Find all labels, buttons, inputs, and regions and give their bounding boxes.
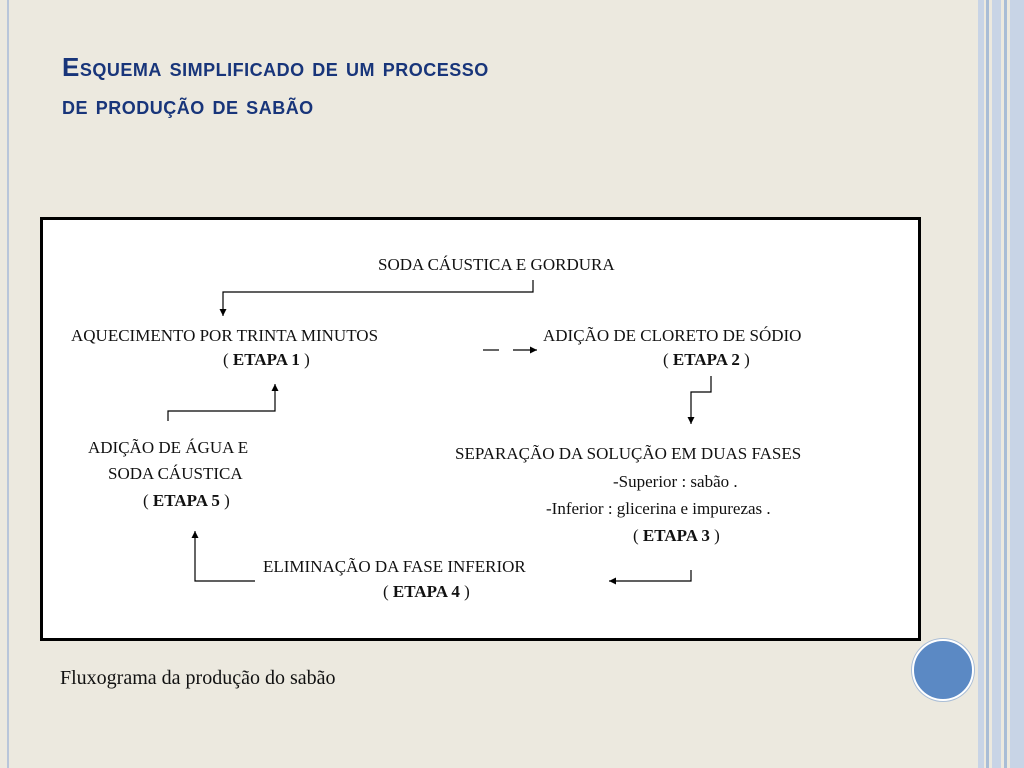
step2-tag: ( ETAPA 2 ) [663,350,750,369]
step4-tag: ( ETAPA 4 ) [383,582,470,601]
right-stripe-5 [1010,0,1024,768]
arrow-step4-to-step5 [191,531,255,582]
title-line-2: de produção de sabão [62,90,314,120]
step4-label: ETAPA 4 [392,582,460,601]
decorative-circle [912,639,974,701]
left-border-line [7,0,9,768]
arrow-input-to-step1 [219,280,534,316]
step3-line-inferior: -Inferior : glicerina e impurezas . [546,499,771,518]
step5-line-1: ADIÇÃO DE ÁGUA E [88,438,249,457]
right-stripe-4 [1004,0,1007,768]
input-label: SODA CÁUSTICA E GORDURA [378,255,615,274]
arrow-step3-to-step4 [609,570,692,585]
step3-label: ETAPA 3 [642,526,710,545]
right-stripe-3 [992,0,1001,768]
step1-tag: ( ETAPA 1 ) [223,350,310,369]
right-stripe-2 [986,0,989,768]
step2-text: ADIÇÃO DE CLORETO DE SÓDIO [543,326,802,345]
step4-text: ELIMINAÇÃO DA FASE INFERIOR [263,557,526,576]
step5-label: ETAPA 5 [152,491,220,510]
arrow-step5-to-step1 [167,384,279,421]
step3-line-superior: -Superior : sabão . [613,472,738,491]
flowchart-arrows [167,280,712,585]
step3-tag: ( ETAPA 3 ) [633,526,720,545]
step5-tag: ( ETAPA 5 ) [143,491,230,510]
title-line-1: Esquema simplificado de um processo [62,52,489,82]
flowchart-diagram: SODA CÁUSTICA E GORDURA AQUECIMENTO POR … [40,217,921,641]
step5-line-2: SODA CÁUSTICA [108,464,243,483]
right-stripe-1 [978,0,984,768]
step3-text: SEPARAÇÃO DA SOLUÇÃO EM DUAS FASES [455,444,802,463]
step1-text: AQUECIMENTO POR TRINTA MINUTOS [71,326,379,345]
step2-label: ETAPA 2 [672,350,740,369]
diagram-caption: Fluxograma da produção do sabão [60,667,336,689]
slide-title: Esquema simplificado de um processo de p… [62,48,962,124]
arrow-step2-to-step3 [687,376,712,424]
step1-label: ETAPA 1 [232,350,300,369]
